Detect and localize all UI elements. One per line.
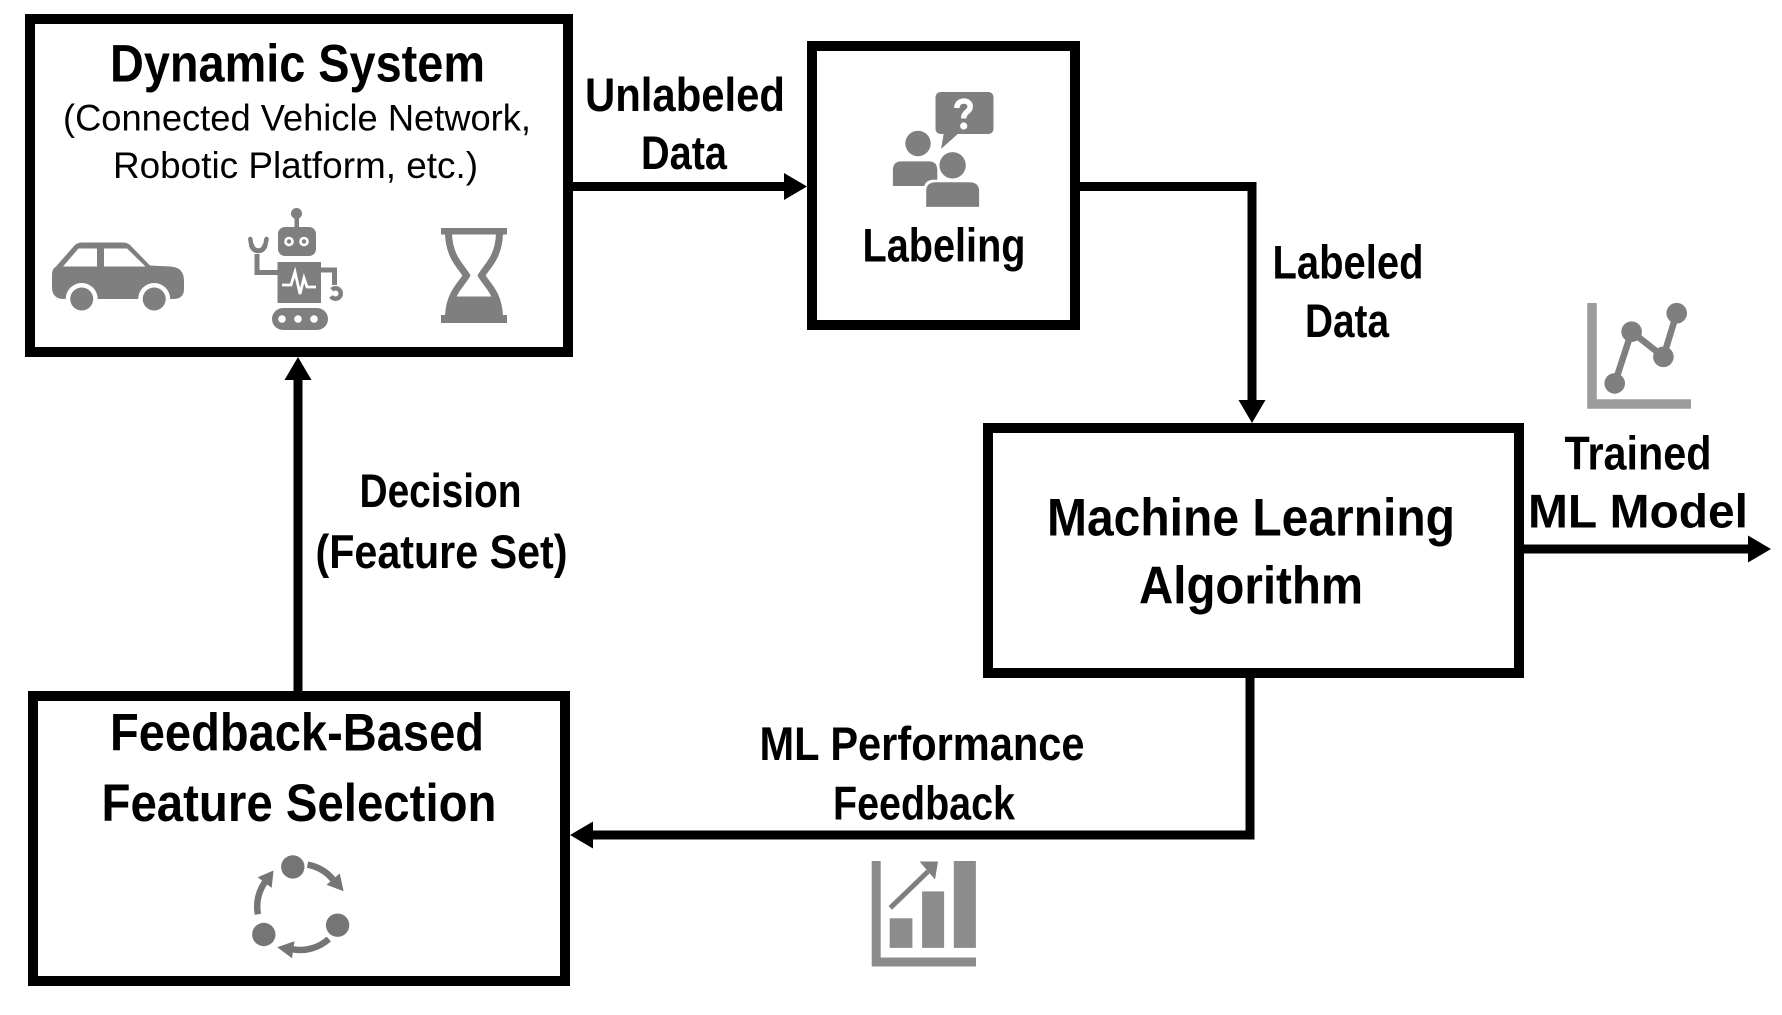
svg-text:Unlabeled: Unlabeled xyxy=(585,68,785,121)
svg-text:ML Model: ML Model xyxy=(1528,485,1748,538)
svg-text:Dynamic System: Dynamic System xyxy=(110,35,485,94)
svg-text:Robotic Platform, etc.): Robotic Platform, etc.) xyxy=(113,145,478,186)
svg-text:Feedback: Feedback xyxy=(833,777,1016,830)
svg-text:Trained: Trained xyxy=(1565,427,1712,480)
svg-text:Labeling: Labeling xyxy=(863,219,1026,272)
svg-text:(Connected Vehicle Network,: (Connected Vehicle Network, xyxy=(63,98,531,139)
svg-text:Decision: Decision xyxy=(360,464,522,517)
svg-text:(Feature Set): (Feature Set) xyxy=(316,525,568,578)
svg-text:Algorithm: Algorithm xyxy=(1139,557,1363,616)
svg-text:Feedback-Based: Feedback-Based xyxy=(110,704,484,763)
svg-text:ML Performance: ML Performance xyxy=(760,717,1085,770)
svg-text:Feature Selection: Feature Selection xyxy=(102,774,497,833)
svg-text:Machine Learning: Machine Learning xyxy=(1047,489,1455,548)
svg-text:Data: Data xyxy=(641,126,728,179)
svg-text:Labeled: Labeled xyxy=(1273,236,1424,289)
svg-text:Data: Data xyxy=(1305,294,1390,347)
